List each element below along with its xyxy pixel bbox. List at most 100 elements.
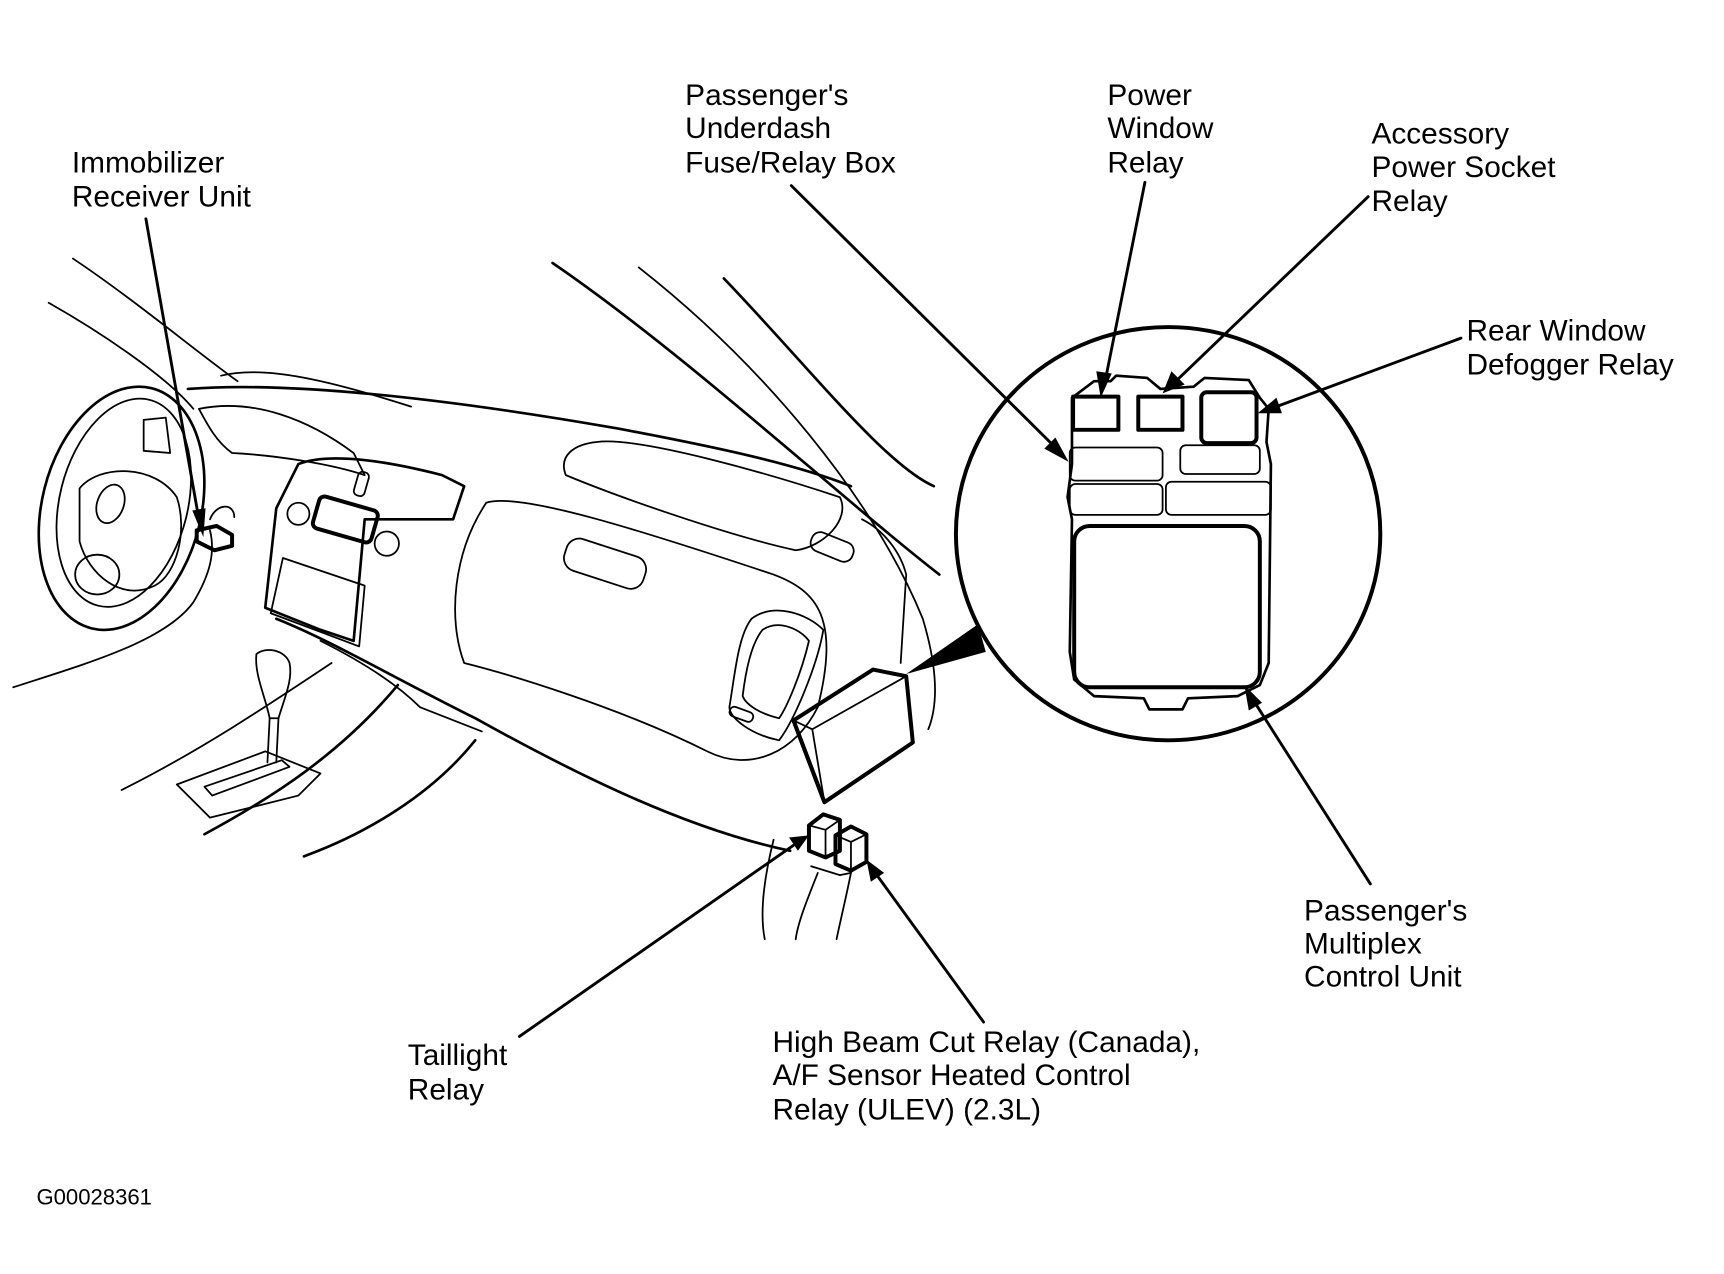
fuse-row-2-right (1165, 480, 1272, 516)
label-taillight-relay: Taillight Relay (408, 1039, 508, 1106)
label-line: Relay (408, 1073, 484, 1106)
fuse-row-2-left (1068, 483, 1164, 516)
svg-text:Fuse/Relay Box: Fuse/Relay Box (685, 146, 896, 179)
label-line: Relay (1371, 185, 1447, 218)
arrow-underdash-box (1044, 437, 1069, 462)
label-line: Receiver Unit (72, 181, 252, 214)
svg-text:Relay: Relay (1107, 146, 1183, 179)
svg-text:Window: Window (1107, 112, 1214, 145)
svg-text:Multiplex: Multiplex (1304, 928, 1422, 961)
shift-shaft (266, 717, 280, 764)
svg-text:Underdash: Underdash (685, 112, 831, 145)
fuse-row-1-left (1068, 446, 1164, 482)
a-pillar-inner (637, 266, 936, 731)
passenger-vent-inner (741, 624, 810, 720)
label-line: Relay (1107, 146, 1183, 179)
detail-circle (953, 325, 1383, 743)
dash-vent-top (563, 440, 844, 552)
steering-hub (78, 470, 183, 592)
svg-text:Defogger Relay: Defogger Relay (1467, 349, 1674, 382)
arrow-multiplex (1244, 685, 1263, 711)
dash-top-upper (220, 371, 412, 408)
svg-text:Passenger's: Passenger's (1304, 894, 1467, 927)
center-knob-left (286, 501, 311, 526)
svg-text:A/F Sensor Heated Control: A/F Sensor Heated Control (772, 1059, 1130, 1092)
arrow-high-beam (866, 859, 885, 882)
label-multiplex-control-unit: Passenger's Multiplex Control Unit (1304, 894, 1467, 993)
wheel-spoke-bottom (74, 553, 121, 596)
center-stack-outline (263, 457, 466, 643)
leader-immobilizer (144, 217, 201, 521)
arrow-immobilizer (192, 508, 206, 538)
label-line: Fuse/Relay Box (685, 146, 896, 179)
svg-text:High Beam Cut Relay (Canada),: High Beam Cut Relay (Canada), (772, 1026, 1200, 1059)
svg-text:Relay (ULEV) (2.3L): Relay (ULEV) (2.3L) (772, 1093, 1041, 1126)
center-vent-slot (352, 470, 370, 498)
console-top-line (319, 639, 483, 733)
fuse-box-housing (1066, 374, 1273, 711)
lower-dash-line (274, 617, 792, 853)
shift-slot (203, 759, 291, 797)
taillight-relay-edge (808, 818, 841, 859)
steering-wheel-inner (55, 397, 192, 608)
passenger-vent-bezel (728, 609, 825, 742)
rear-defogger-relay-slot (1199, 390, 1259, 446)
svg-text:Passenger's: Passenger's (685, 79, 848, 112)
console-side-1 (120, 662, 333, 791)
knee-bolster-curve (12, 529, 213, 689)
leader-accessory-socket (1174, 195, 1370, 383)
leader-high-beam (873, 871, 986, 1024)
label-line: Relay (ULEV) (2.3L) (772, 1093, 1041, 1126)
underdash-fuse-box (791, 624, 986, 805)
svg-text:Immobilizer: Immobilizer (72, 146, 225, 179)
arrow-power-window (1096, 371, 1112, 398)
dash-right-end (861, 518, 908, 664)
label-line: Accessory (1371, 118, 1509, 151)
figure-id-text: G00028361 (36, 1184, 152, 1209)
label-line: Multiplex (1304, 928, 1422, 961)
side-vent (809, 531, 855, 563)
svg-text:Power Socket: Power Socket (1371, 151, 1556, 184)
svg-text:Receiver Unit: Receiver Unit (72, 181, 252, 214)
label-rear-window-defogger-relay: Rear Window Defogger Relay (1467, 314, 1674, 381)
shift-boot (175, 750, 322, 819)
glove-box-handle (563, 537, 648, 590)
leader-lines (144, 180, 1463, 1038)
taillight-relay-body (806, 812, 842, 860)
kick-panel-curve-2 (794, 872, 819, 941)
a-pillar-outer (551, 261, 941, 576)
relay-bracket (810, 865, 852, 876)
windshield-line-2 (47, 301, 195, 410)
figure-id: G00028361 (36, 1184, 152, 1209)
fuse-box-left-side (791, 718, 827, 805)
arrow-taillight (789, 835, 809, 851)
svg-text:Taillight: Taillight (408, 1039, 508, 1072)
center-knob-right (373, 530, 400, 557)
center-stack-display (310, 494, 380, 545)
a-pillar-edge (722, 277, 936, 488)
immobilizer-receiver-box (194, 523, 235, 553)
arrow-rear-defogger (1257, 397, 1282, 414)
high-beam-relay-edge (834, 833, 868, 872)
label-line: Taillight (408, 1039, 508, 1072)
high-beam-relay-body (833, 824, 869, 873)
key-cylinder (209, 505, 236, 521)
svg-text:Relay: Relay (1371, 185, 1447, 218)
fuse-box-front (791, 667, 915, 805)
svg-text:Control Unit: Control Unit (1304, 961, 1462, 994)
fuse-box-edge (792, 675, 908, 804)
radio-panel (269, 557, 366, 648)
label-high-beam-cut-relay: High Beam Cut Relay (Canada), A/F Sensor… (772, 1026, 1200, 1126)
label-line: Power Socket (1371, 151, 1556, 184)
svg-text:Relay: Relay (408, 1073, 484, 1106)
label-accessory-power-socket-relay: Accessory Power Socket Relay (1371, 118, 1556, 218)
label-line: A/F Sensor Heated Control (772, 1059, 1130, 1092)
svg-text:Rear Window: Rear Window (1467, 314, 1647, 347)
horn-pad (95, 483, 126, 524)
leader-power-window (1103, 180, 1147, 383)
label-line: Control Unit (1304, 961, 1462, 994)
label-underdash-fuse-relay-box: Passenger's Underdash Fuse/Relay Box (685, 79, 896, 179)
arrow-accessory-socket (1162, 371, 1185, 394)
label-line: Underdash (685, 112, 831, 145)
instrument-window (142, 416, 172, 454)
